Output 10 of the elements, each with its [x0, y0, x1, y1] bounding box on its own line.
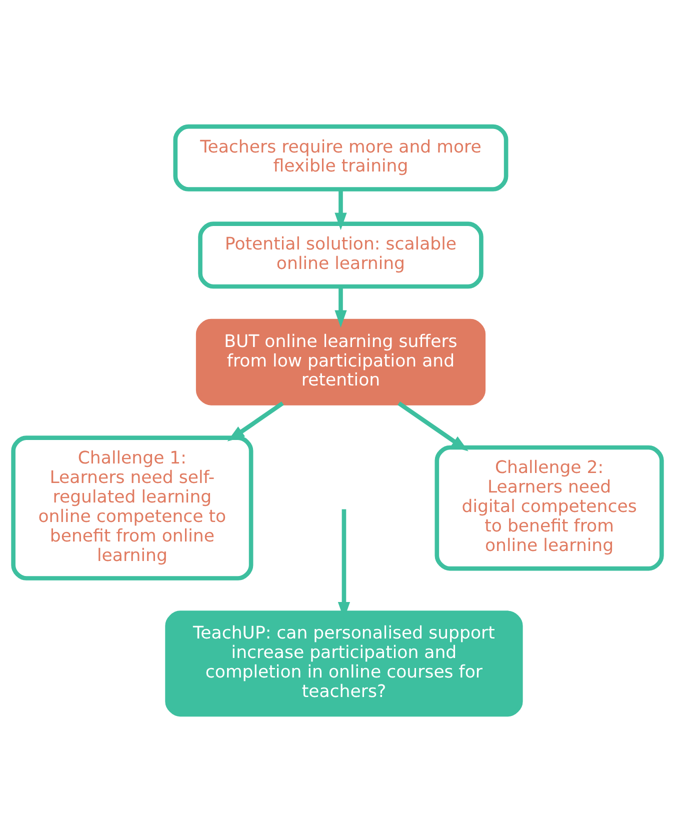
node-box: Potential solution: scalable online learning — [198, 221, 483, 288]
node-box: Challenge 2: Learners need digital competences to benefit from online learning — [434, 444, 664, 570]
arrow — [226, 400, 284, 441]
arrow — [334, 189, 346, 230]
node-box: Teachers require more and more flexible training — [172, 124, 508, 191]
node-box: BUT online learning suffers from low participation and retention — [195, 318, 486, 405]
arrow — [397, 400, 468, 451]
arrow — [334, 286, 346, 328]
node-box: TeachUP: can personalised support increase participation and completion in online courses for teachers? — [164, 610, 522, 716]
node-box: Challenge 1: Learners need self-regulated learning online competence to benefit from online learning — [10, 435, 253, 580]
